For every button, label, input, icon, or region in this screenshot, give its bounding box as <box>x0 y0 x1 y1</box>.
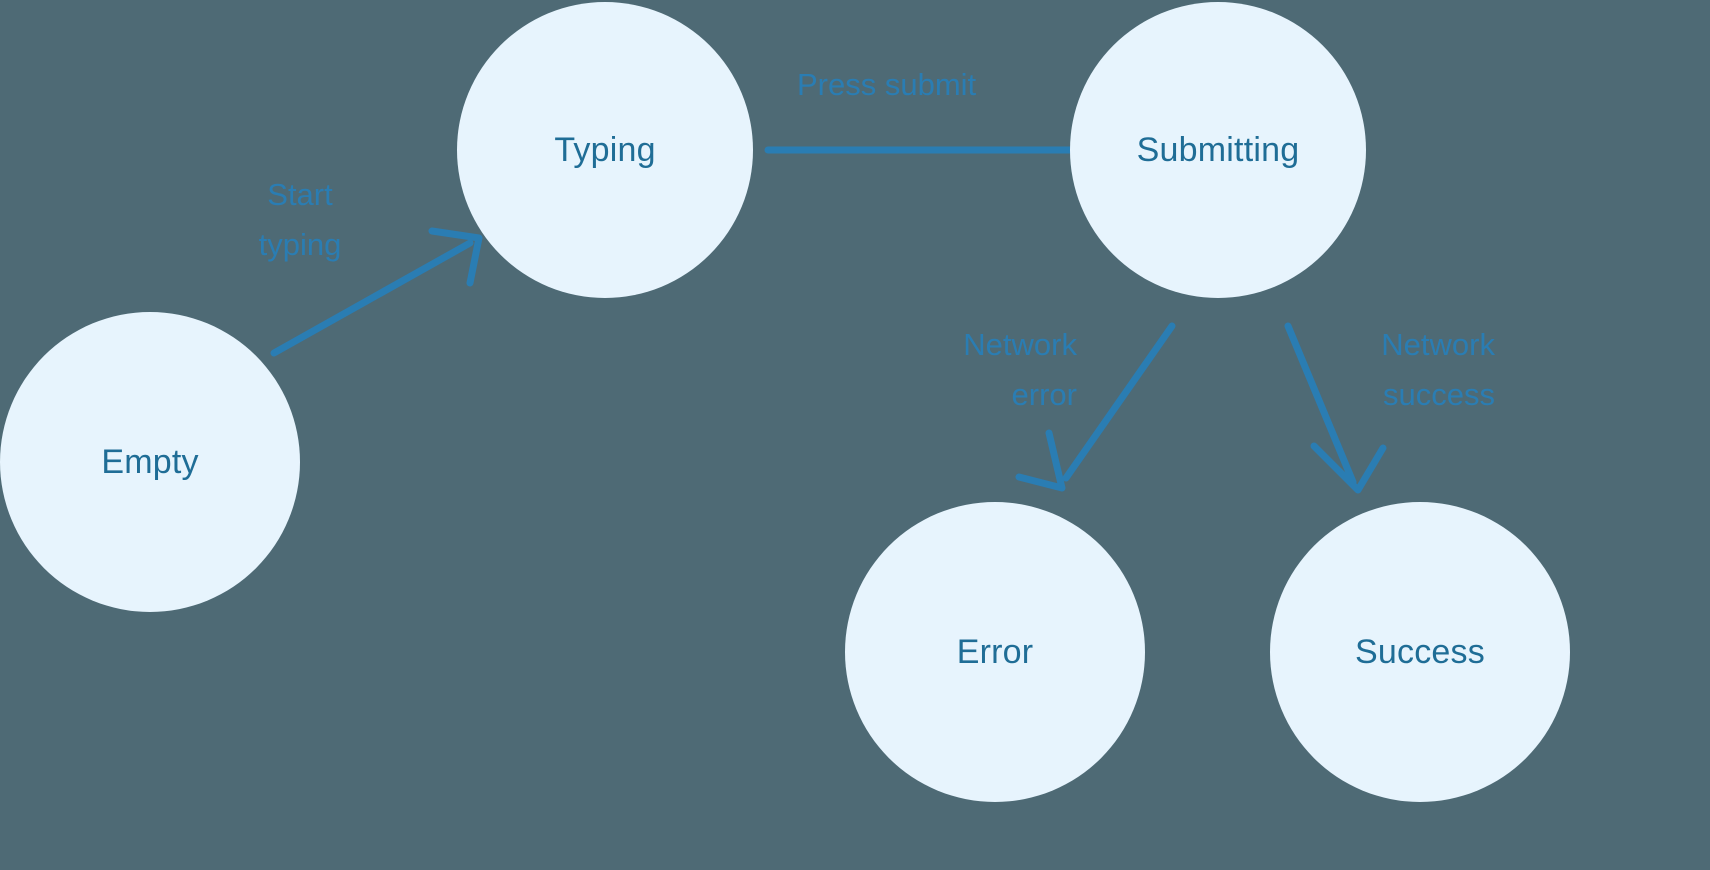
transition-label-press-submit: Press submit <box>797 67 977 102</box>
state-label-empty: Empty <box>101 443 199 481</box>
state-node-error[interactable]: Error <box>845 502 1145 802</box>
transition-label-network-success: Network success <box>1381 327 1495 412</box>
arrow-submitting-to-error <box>1015 322 1176 492</box>
state-node-empty[interactable]: Empty <box>0 312 300 612</box>
arrow-submitting-to-success <box>1284 322 1387 494</box>
state-label-success: Success <box>1355 633 1485 671</box>
transition-label-network-error: Network error <box>963 327 1077 412</box>
state-node-success[interactable]: Success <box>1270 502 1570 802</box>
transition-label-start-typing: Start typing <box>258 177 342 262</box>
state-label-submitting: Submitting <box>1136 131 1300 169</box>
state-label-error: Error <box>956 633 1034 671</box>
state-node-submitting[interactable]: Submitting <box>1070 2 1366 298</box>
arrow-empty-to-typing <box>270 227 483 357</box>
state-node-typing[interactable]: Typing <box>457 2 753 298</box>
state-label-typing: Typing <box>554 131 656 169</box>
